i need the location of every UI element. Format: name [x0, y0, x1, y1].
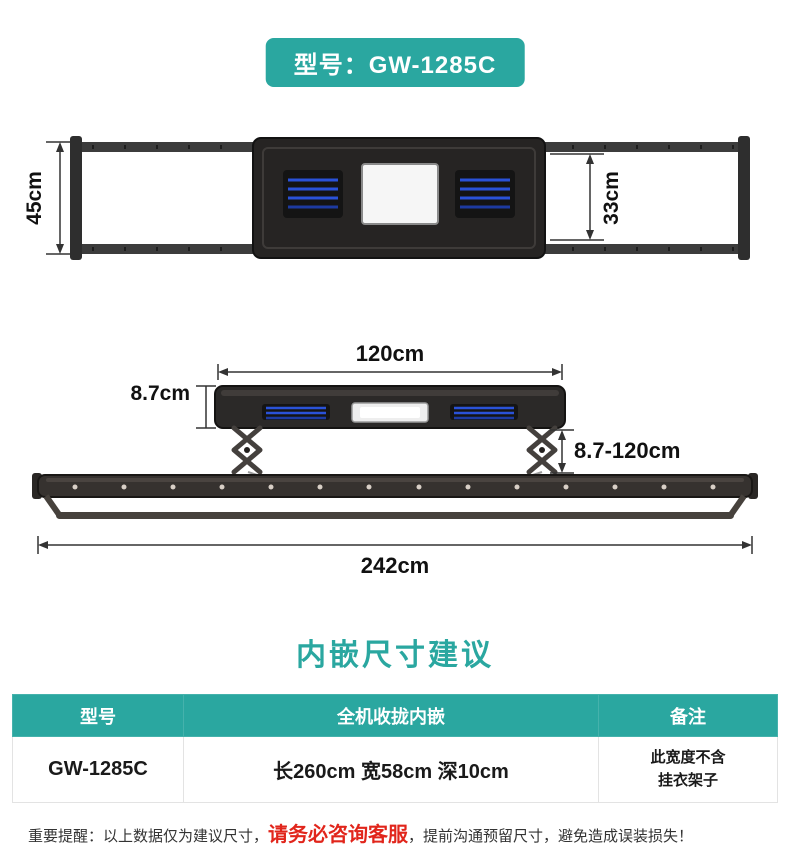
dimension-242cm-lines	[37, 536, 753, 554]
dimension-drop-range: 8.7-120cm	[574, 438, 681, 463]
cell-model: GW-1285C	[12, 736, 184, 803]
top-view-diagram: 45cm 33cm	[0, 128, 790, 293]
table-header-recess: 全机收拢内嵌	[183, 694, 599, 737]
notice-suffix: ，提前沟通预留尺寸，避免造成误装损失！	[408, 828, 694, 845]
dimension-120cm-lines	[217, 364, 563, 380]
dimension-unit-height: 8.7cm	[130, 382, 190, 405]
drying-rod-assembly	[32, 471, 758, 519]
table-row: GW-1285C 长260cm 宽58cm 深10cm 此宽度不含 挂衣架子	[12, 736, 778, 803]
fan-grille-left	[283, 170, 343, 218]
notice-highlight: 请务必咨询客服	[268, 824, 409, 846]
machine-body-front	[214, 385, 566, 429]
top-view-drawing	[46, 136, 750, 260]
dimension-unit-depth: 33cm	[600, 171, 623, 225]
dimension-frame-height: 45cm	[23, 171, 46, 225]
table-header-model: 型号	[12, 694, 184, 737]
machine-unit-top-view	[252, 137, 546, 259]
table-header-note: 备注	[598, 694, 778, 737]
cell-dimensions: 长260cm 宽58cm 深10cm	[183, 736, 599, 803]
dimension-drop-arrows	[558, 430, 566, 473]
dimension-unit-width: 120cm	[355, 341, 425, 366]
section-title: 内嵌尺寸建议	[296, 639, 494, 672]
dimension-242cm-arrows	[38, 541, 752, 549]
dimension-total-width: 242cm	[360, 553, 430, 578]
important-notice: 重要提醒：以上数据仅为建议尺寸，请务必咨询客服，提前沟通预留尺寸，避免造成误装损…	[28, 818, 774, 847]
cell-note: 此宽度不含 挂衣架子	[598, 736, 778, 803]
dimension-45cm-arrows	[56, 142, 64, 254]
light-panel-opening	[361, 163, 439, 225]
front-view-diagram: 120cm 8.7cm 8.7-120cm 242cm	[0, 340, 790, 590]
dimension-33cm-lines	[550, 153, 604, 241]
dimension-33cm-arrows	[586, 154, 594, 240]
dimension-8-7cm-lines	[196, 385, 216, 429]
spec-table: 型号 全机收拢内嵌 备注 GW-1285C 长260cm 宽58cm 深10cm…	[12, 694, 778, 803]
notice-prefix: 重要提醒：以上数据仅为建议尺寸，	[28, 828, 269, 845]
scissor-arms	[231, 425, 558, 475]
front-view-drawing	[32, 364, 758, 554]
fan-grille-right	[455, 170, 515, 218]
rod-holes	[72, 484, 716, 490]
model-badge: 型号：GW-1285C	[265, 38, 525, 87]
table-header-row: 型号 全机收拢内嵌 备注	[12, 694, 778, 737]
towel-bar	[56, 512, 734, 519]
dimension-120cm-arrows	[218, 368, 562, 376]
